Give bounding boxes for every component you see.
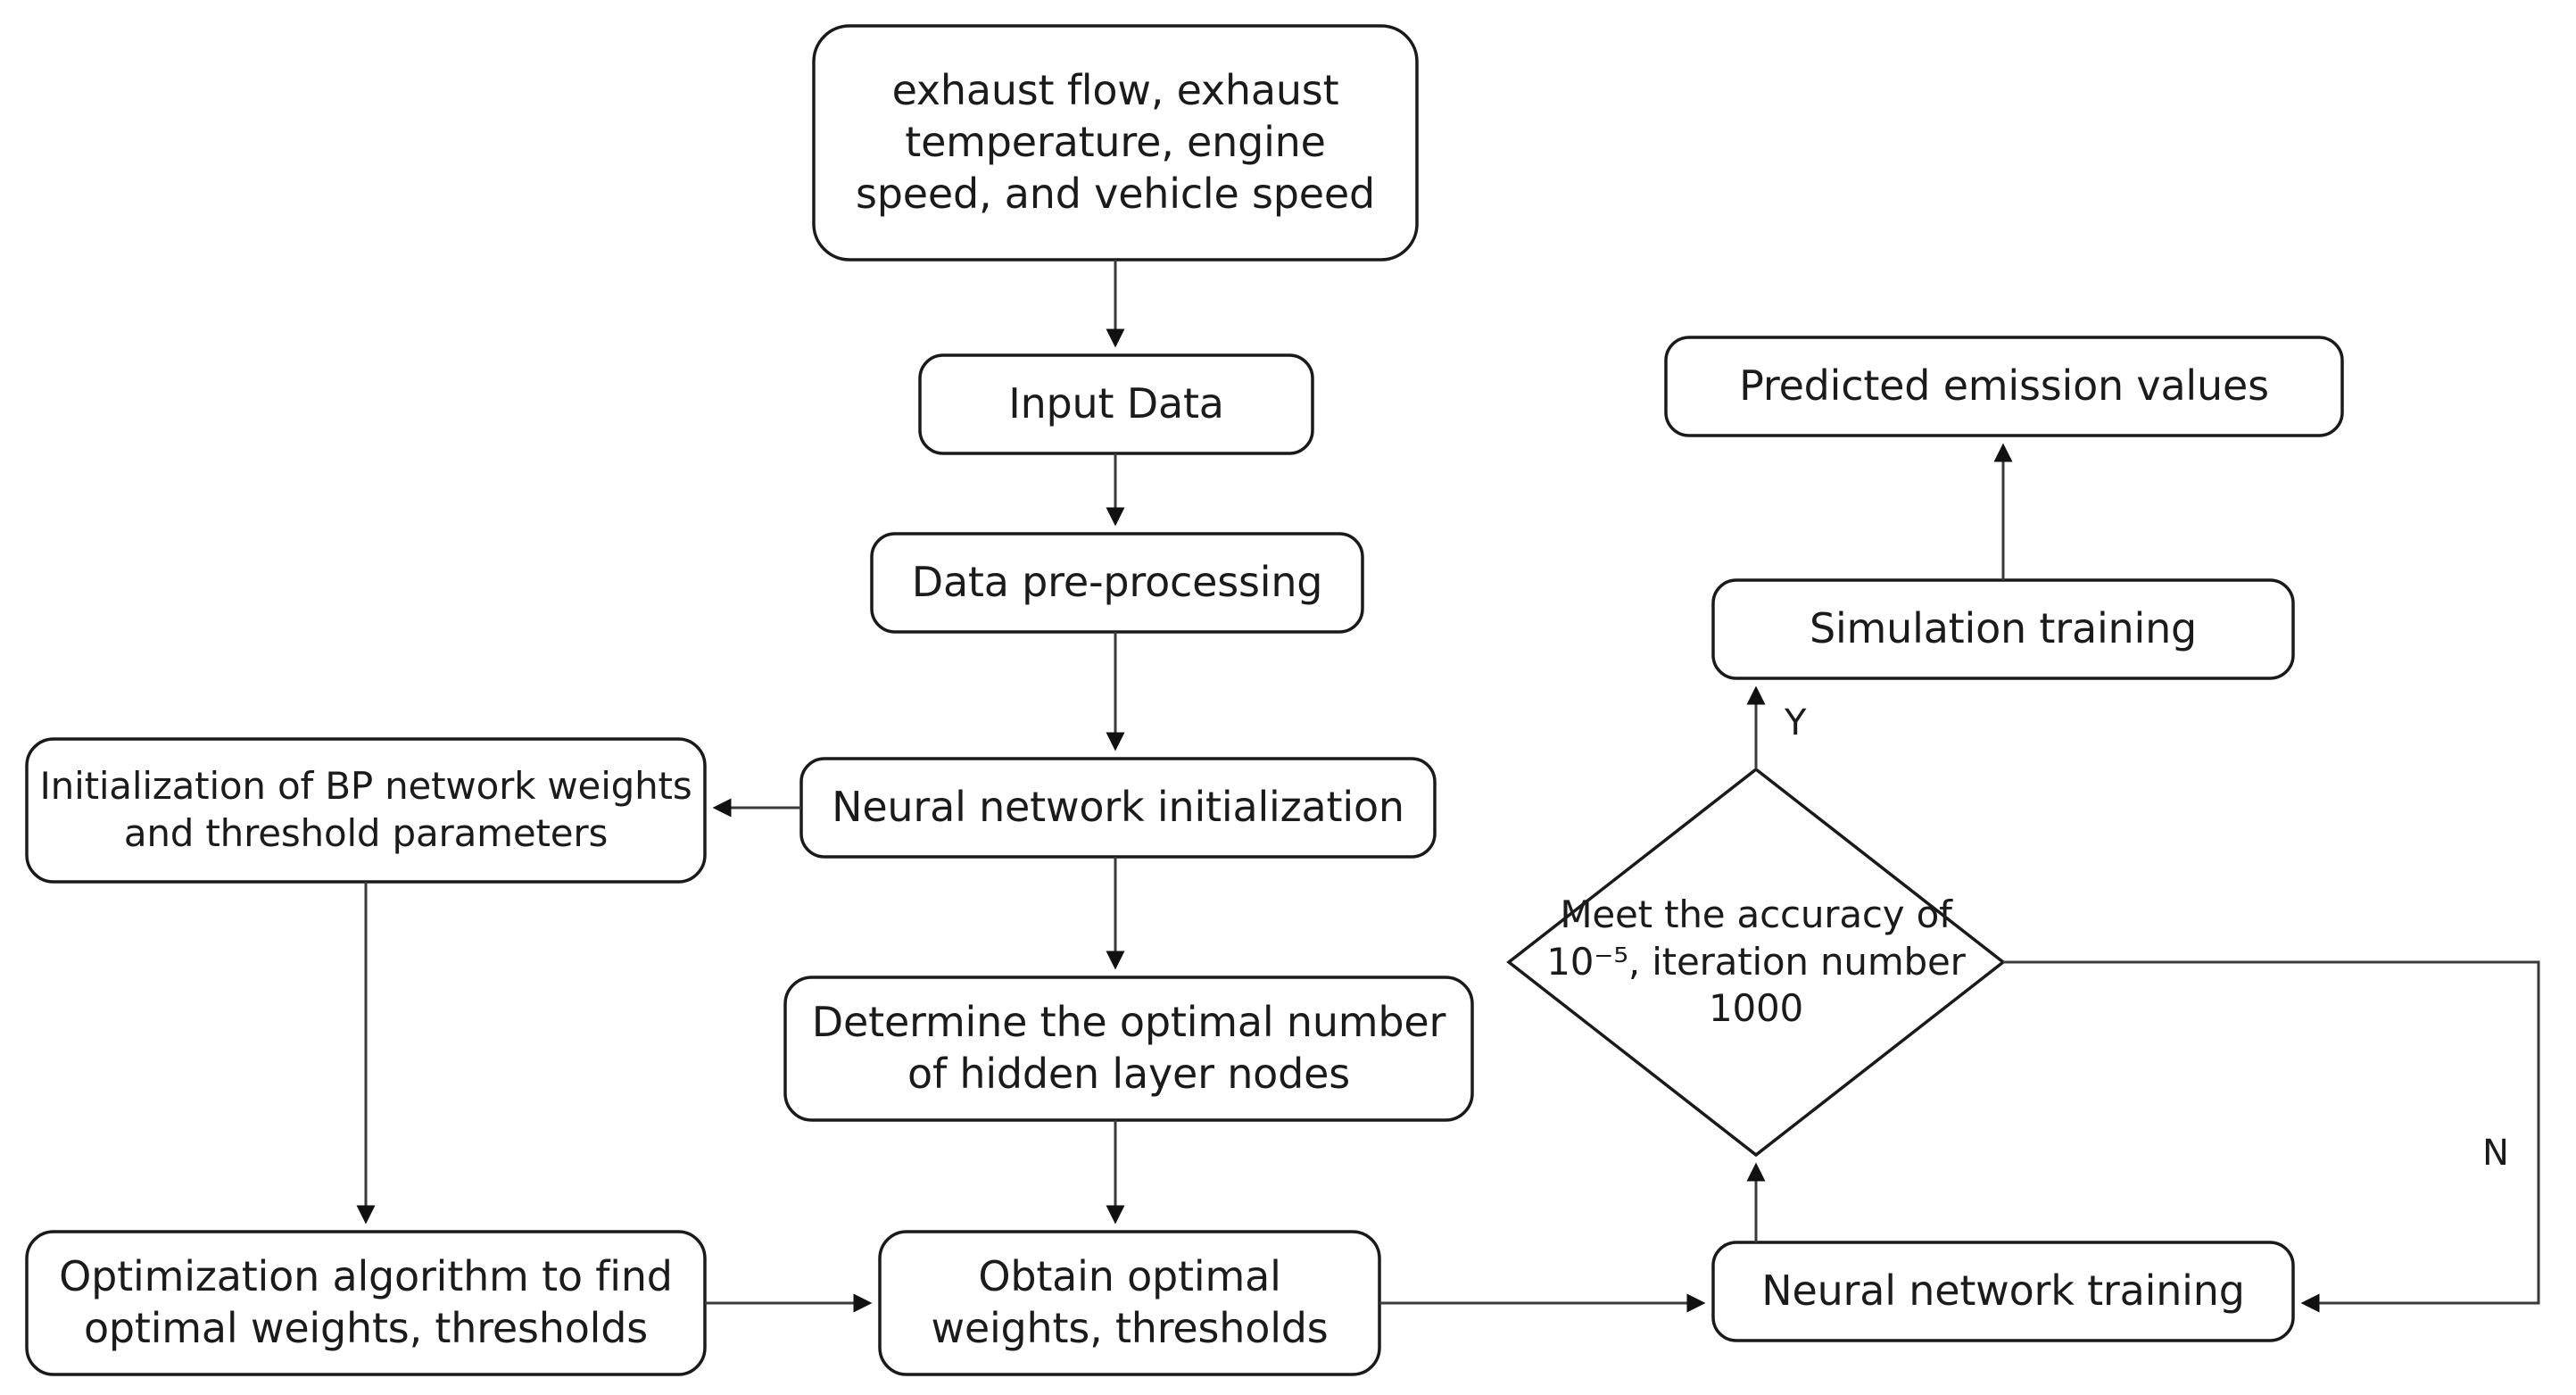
edge-label-no: N — [2482, 1133, 2509, 1174]
node-bp-init[interactable] — [25, 737, 707, 884]
edge-decision-no-to-nn-training — [2003, 960, 2540, 1313]
edge-label-yes: Y — [1785, 702, 1807, 743]
node-simulation-training[interactable] — [1711, 578, 2295, 680]
node-input-data[interactable] — [918, 353, 1314, 455]
node-hidden-nodes[interactable] — [783, 976, 1474, 1122]
node-data-pre-processing[interactable] — [870, 532, 1364, 634]
node-optimization[interactable] — [25, 1230, 707, 1376]
node-obtain-optimal[interactable] — [878, 1230, 1381, 1376]
node-decision-diamond[interactable] — [1506, 767, 2006, 1158]
node-inputs[interactable] — [812, 24, 1419, 262]
node-predicted-values[interactable] — [1664, 336, 2344, 437]
node-nn-init[interactable] — [799, 757, 1437, 859]
node-nn-training[interactable] — [1711, 1241, 2295, 1342]
